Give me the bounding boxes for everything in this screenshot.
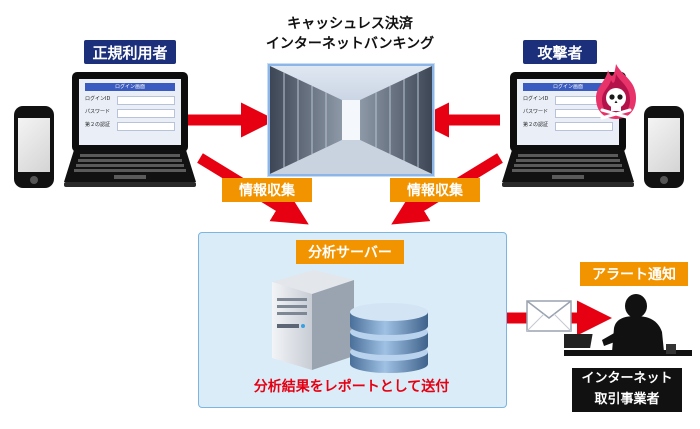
login-form-row-label: ログインID <box>85 96 111 102</box>
login-form-row-2fa: 第２の認証 <box>85 121 175 131</box>
login-form-row-2fa: 第２の認証 <box>523 121 613 131</box>
info-collect-label-left: 情報収集 <box>222 178 312 202</box>
server-tower-icon <box>272 270 354 370</box>
legit-user-phone-icon <box>14 106 54 188</box>
legit-user-label: 正規利用者 <box>84 40 176 64</box>
laptop-keyboard-icon <box>502 150 634 187</box>
phone-home-button <box>30 176 38 184</box>
skull-flame-icon <box>596 64 636 120</box>
second-auth-field <box>555 122 613 131</box>
login-form-row-id: ログインID <box>85 95 175 105</box>
login-form-header: ログイン画面 <box>85 83 175 91</box>
datacenter-image <box>268 64 434 176</box>
login-id-field <box>117 96 175 105</box>
login-form-row-label: パスワード <box>85 109 111 115</box>
bank-title-line2: インターネットバンキング <box>265 36 435 52</box>
phone-screen <box>648 118 680 172</box>
second-auth-field <box>117 122 175 131</box>
legit-user-laptop: ログイン画面 ログインID パスワード 第２の認証 <box>64 72 196 190</box>
recipient-label-line1: インターネット <box>581 371 673 386</box>
password-field <box>117 109 175 118</box>
phone-screen <box>18 118 50 172</box>
recipient-label-line2: 取引事業者 <box>594 392 660 407</box>
analysis-server-label: 分析サーバー <box>296 240 404 264</box>
login-form-header: ログイン画面 <box>523 83 613 91</box>
businessperson-icon <box>564 294 692 356</box>
server-room-icon <box>270 66 432 174</box>
envelope-icon <box>526 300 572 332</box>
login-form-row-label: ログインID <box>523 96 549 102</box>
bank-title-line1: キャッシュレス決済 <box>287 16 413 32</box>
database-icon <box>350 303 428 373</box>
alert-notice-label: アラート通知 <box>580 262 688 286</box>
report-text: 分析結果をレポートとして送付 <box>253 379 450 395</box>
login-form-row-label: パスワード <box>523 109 549 115</box>
login-form-row-label: 第２の認証 <box>523 122 549 128</box>
bank-title: キャッシュレス決済 インターネットバンキング <box>230 14 470 54</box>
info-collect-label-right: 情報収集 <box>390 178 480 202</box>
login-form: ログイン画面 ログインID パスワード 第２の認証 <box>79 79 181 145</box>
attacker-label: 攻撃者 <box>523 40 597 64</box>
laptop-keyboard-icon <box>64 150 196 187</box>
attacker-phone-icon <box>644 106 684 188</box>
recipient-label: インターネット 取引事業者 <box>572 368 682 412</box>
login-form-row-label: 第２の認証 <box>85 122 111 128</box>
laptop-screen: ログイン画面 ログインID パスワード 第２の認証 <box>72 72 188 152</box>
phone-home-button <box>660 176 668 184</box>
login-form-row-password: パスワード <box>85 108 175 118</box>
